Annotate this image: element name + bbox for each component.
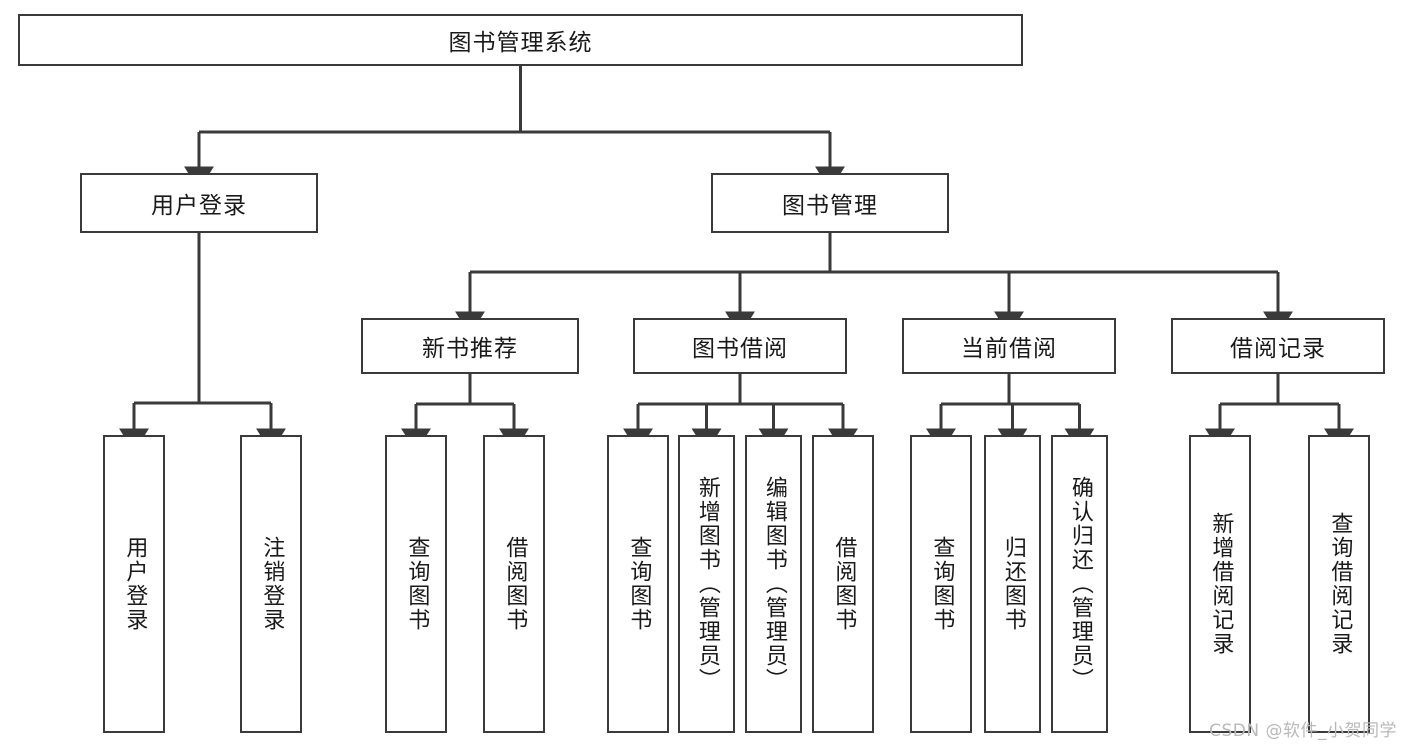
node-current[interactable]: 当前借阅: [902, 318, 1116, 374]
node-label: 用户登录: [122, 536, 148, 632]
node-label: 注销登录: [259, 536, 285, 632]
node-label: 归还图书: [1000, 536, 1026, 632]
node-leaf-rec-1[interactable]: 新增借阅记录: [1189, 435, 1251, 733]
node-leaf-bor-3[interactable]: 编辑图书（管理员）: [745, 435, 802, 733]
node-leaf-bor-1[interactable]: 查询图书: [607, 435, 669, 733]
node-label: 查询图书: [404, 536, 430, 632]
node-leaf-bor-4[interactable]: 借阅图书: [812, 435, 874, 733]
node-label: 图书管理: [782, 193, 878, 219]
node-leaf-cur-1[interactable]: 查询图书: [910, 435, 972, 733]
node-leaf-new-1[interactable]: 查询图书: [385, 435, 447, 733]
node-leaf-cur-2[interactable]: 归还图书: [984, 435, 1041, 733]
node-leaf-new-2[interactable]: 借阅图书: [483, 435, 545, 733]
node-bookmgmt[interactable]: 图书管理: [711, 173, 949, 233]
node-label: 图书管理系统: [448, 30, 593, 56]
node-label: 查询图书: [626, 536, 652, 632]
node-label: 编辑图书（管理员）: [761, 476, 787, 692]
node-leaf-login-1[interactable]: 用户登录: [103, 435, 165, 733]
node-leaf-login-2[interactable]: 注销登录: [240, 435, 302, 733]
node-leaf-rec-2[interactable]: 查询借阅记录: [1308, 435, 1370, 733]
node-records[interactable]: 借阅记录: [1171, 318, 1385, 374]
node-label: 用户登录: [151, 193, 247, 219]
node-label: 图书借阅: [692, 336, 788, 362]
node-leaf-cur-3[interactable]: 确认归还（管理员）: [1051, 435, 1108, 733]
node-label: 确认归还（管理员）: [1067, 476, 1093, 692]
node-login[interactable]: 用户登录: [80, 173, 318, 233]
csdn-watermark: CSDN @软件_小贺同学: [1209, 721, 1397, 741]
node-label: 借阅记录: [1230, 336, 1326, 362]
node-leaf-bor-2[interactable]: 新增图书（管理员）: [678, 435, 735, 733]
node-root[interactable]: 图书管理系统: [18, 14, 1023, 66]
node-label: 查询借阅记录: [1327, 512, 1353, 656]
node-label: 当前借阅: [961, 336, 1057, 362]
node-label: 新书推荐: [422, 336, 518, 362]
node-newbook[interactable]: 新书推荐: [361, 318, 579, 374]
node-label: 新增借阅记录: [1208, 512, 1234, 656]
node-borrow[interactable]: 图书借阅: [633, 318, 847, 374]
node-label: 借阅图书: [831, 536, 857, 632]
node-label: 查询图书: [929, 536, 955, 632]
node-label: 新增图书（管理员）: [694, 476, 720, 692]
node-label: 借阅图书: [502, 536, 528, 632]
